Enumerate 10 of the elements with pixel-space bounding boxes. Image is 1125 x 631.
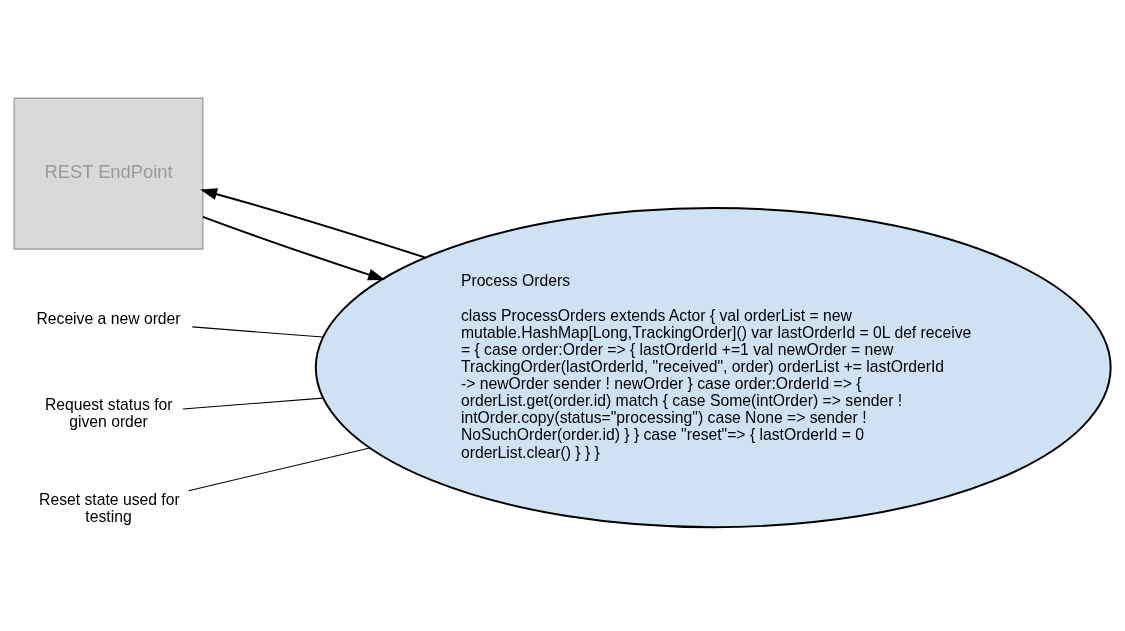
node-text: Request status for given order [44, 396, 173, 431]
node-text: Reset state used for testing [39, 490, 180, 525]
arrow [201, 215, 386, 281]
node-box: REST EndPoint [13, 97, 204, 250]
connector [188, 447, 371, 492]
arrow [200, 188, 427, 259]
connector [191, 326, 324, 338]
node-ellipse: Process Orders class ProcessOrders extends Actor { val orderList = new mutable.HashMap[Long,TrackingOrder]() var lastOrderId = 0L def receive = { case order:Order => { lastOrderId +=1 val newOrder = new TrackingOrder(lastOrderId, "received", order) orderList += lastOrderId -> newOrder sender ! newOrder } case order:OrderId => { orderList.get(order.id) match { case Some(intOrder) => sender ! intOrder.copy(status="processing") case None => sender ! NoSuchOrder(order.id) } } case "reset"=> { lastOrderId = 0 orderList.clear() } } } [314, 207, 1112, 529]
connector [182, 397, 324, 410]
node-text: Receive a new order [36, 310, 181, 328]
